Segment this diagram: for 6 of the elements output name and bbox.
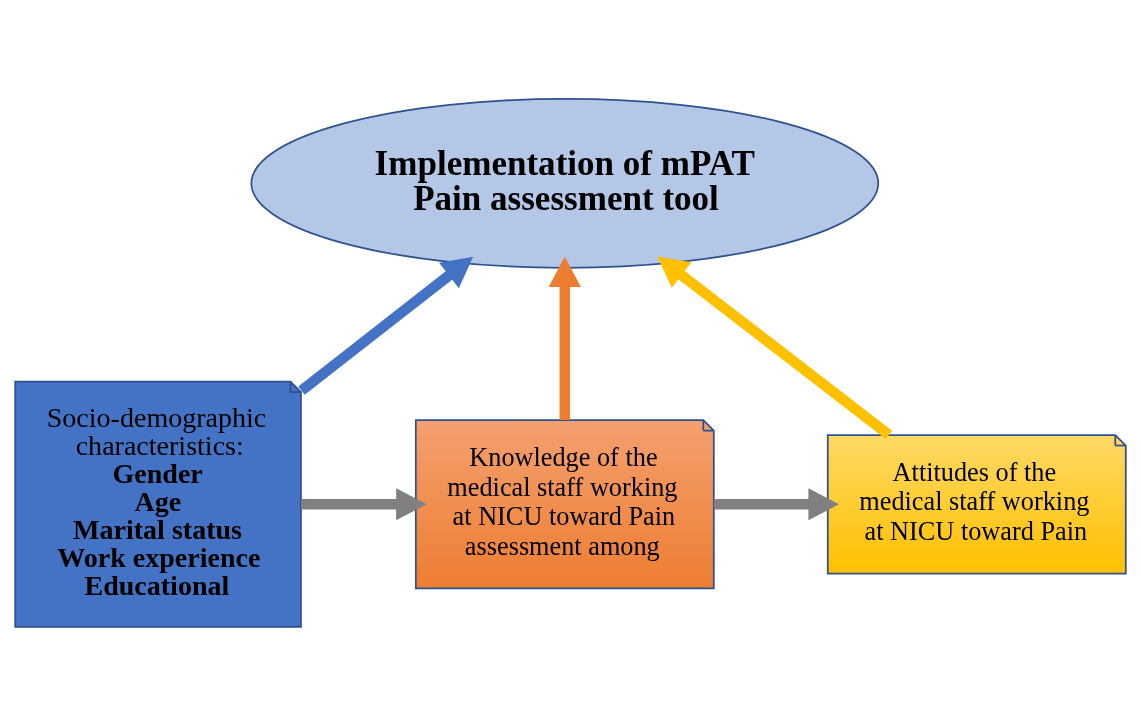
arrow bbox=[714, 488, 839, 521]
node-ellipse: Implementation of mPAT Pain assessment tool bbox=[250, 98, 880, 269]
arrow bbox=[548, 256, 581, 420]
arrow bbox=[657, 256, 893, 439]
arrow bbox=[298, 256, 474, 395]
arrow bbox=[301, 488, 427, 521]
